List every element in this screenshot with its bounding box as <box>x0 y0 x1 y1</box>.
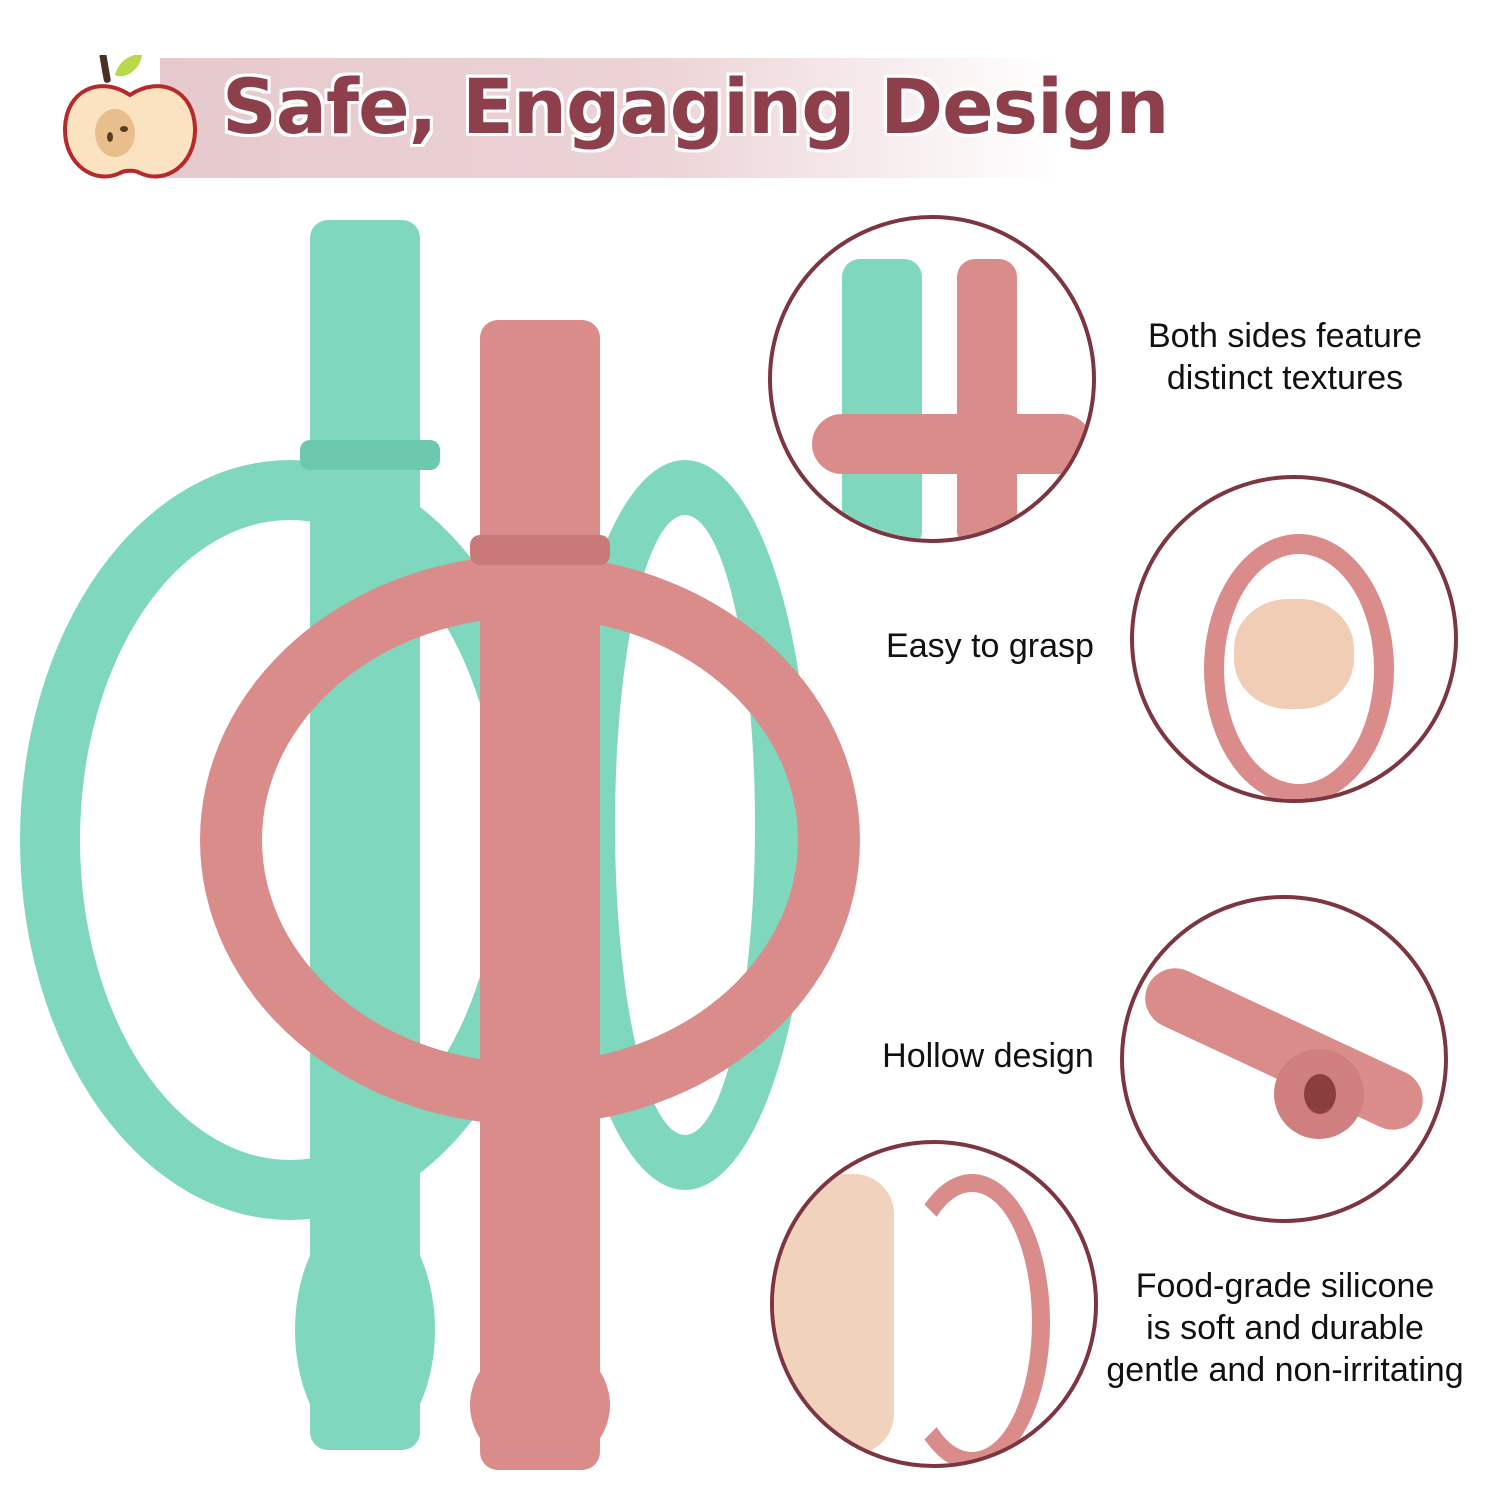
adult-hand <box>774 1174 894 1454</box>
title-banner <box>160 58 1060 178</box>
feature-label-textures: Both sides feature distinct textures <box>1120 315 1450 399</box>
feature-circle-textures <box>768 215 1096 543</box>
pink-collar <box>470 535 610 565</box>
feature-label-hollow: Hollow design <box>868 1035 1108 1077</box>
pink-beads <box>812 414 1092 474</box>
green-stick <box>842 259 922 539</box>
hollow-opening <box>1304 1074 1336 1114</box>
label-line: distinct textures <box>1166 359 1404 397</box>
label-line: Hollow design <box>882 1037 1094 1075</box>
green-end <box>295 1210 435 1450</box>
feature-circle-grasp <box>1130 475 1458 803</box>
pink-stick <box>480 320 600 1470</box>
label-line: Both sides feature <box>1147 317 1423 355</box>
feature-circle-silicone <box>770 1140 1098 1468</box>
pink-stick <box>957 259 1017 539</box>
label-line: gentle and non-irritating <box>1106 1351 1464 1389</box>
apple-icon <box>62 55 198 179</box>
feature-label-silicone: Food-grade silicone is soft and durable … <box>1090 1265 1480 1391</box>
label-line: is soft and durable <box>1146 1309 1424 1347</box>
pink-end <box>470 1340 610 1470</box>
feature-circle-hollow <box>1120 895 1448 1223</box>
pink-ring-bent <box>894 1174 1050 1464</box>
green-collar <box>300 440 440 470</box>
label-line: Food-grade silicone <box>1135 1267 1435 1305</box>
feature-label-grasp: Easy to grasp <box>870 625 1110 667</box>
label-line: Easy to grasp <box>886 627 1094 665</box>
baby-hand <box>1234 599 1354 709</box>
page-title: Safe, Engaging Design <box>222 62 1170 151</box>
